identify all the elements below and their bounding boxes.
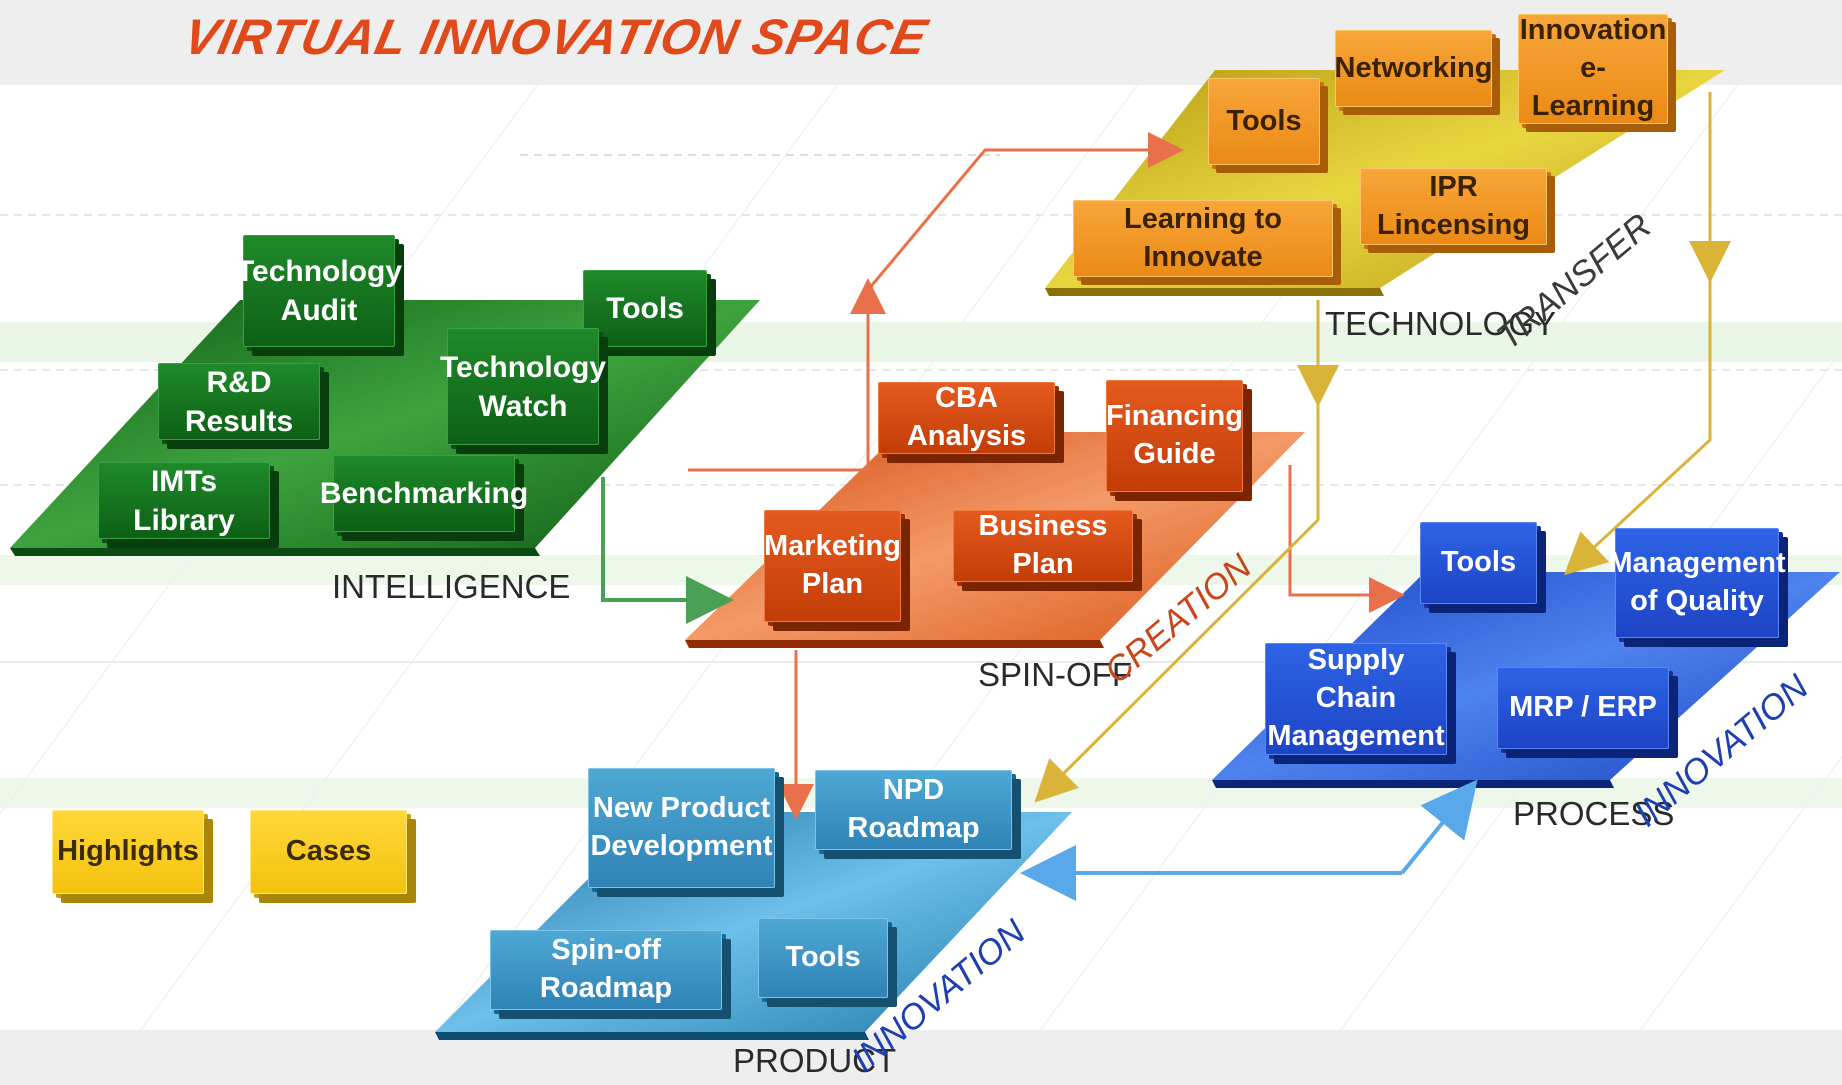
technology-audit-box[interactable]: Technology Audit: [236, 235, 402, 347]
marketing-plan-box[interactable]: Marketing Plan: [764, 510, 901, 622]
page-title: VIRTUAL INNOVATION SPACE: [179, 9, 933, 65]
product-label: PRODUCT: [733, 1042, 897, 1079]
transfer-tools-box[interactable]: Tools: [1208, 78, 1320, 165]
technology-label: TECHNOLOGY: [1325, 305, 1557, 342]
networking-box[interactable]: Networking: [1335, 30, 1492, 107]
ipr-licensing-box[interactable]: IPR Lincensing: [1360, 168, 1547, 245]
spinoff-roadmap-box[interactable]: Spin-off Roadmap: [490, 930, 722, 1010]
benchmarking-box[interactable]: Benchmarking: [320, 455, 528, 532]
npd-roadmap-box[interactable]: NPD Roadmap: [815, 770, 1012, 850]
business-plan-box[interactable]: Business Plan: [953, 510, 1133, 582]
learning-to-innovate-box[interactable]: Learning to Innovate: [1073, 200, 1333, 277]
technology-watch-box[interactable]: Technology Watch: [440, 328, 606, 445]
imts-library-box[interactable]: IMTs Library: [98, 462, 270, 539]
product-tools-box[interactable]: Tools: [758, 918, 888, 998]
process-label: PROCESS: [1513, 795, 1675, 832]
cases-button[interactable]: Cases: [250, 810, 407, 894]
cba-analysis-box[interactable]: CBA Analysis: [878, 382, 1055, 454]
mrp-erp-box[interactable]: MRP / ERP: [1497, 667, 1669, 749]
rd-results-box[interactable]: R&D Results: [158, 363, 320, 440]
management-of-quality-box[interactable]: Management of Quality: [1608, 528, 1786, 638]
innovation-elearning-box[interactable]: Innovation e-Learning: [1518, 14, 1668, 124]
intelligence-label: INTELLIGENCE: [332, 568, 571, 605]
new-product-development-box[interactable]: New Product Development: [588, 768, 775, 888]
highlights-button[interactable]: Highlights: [52, 810, 204, 894]
spinoff-label: SPIN-OFF: [978, 656, 1132, 693]
process-tools-box[interactable]: Tools: [1420, 522, 1537, 604]
supply-chain-management-box[interactable]: Supply Chain Management: [1265, 643, 1447, 755]
intelligence-tools-box[interactable]: Tools: [583, 270, 707, 347]
intelligence-platform-edge: [10, 548, 540, 556]
financing-guide-box[interactable]: Financing Guide: [1106, 380, 1243, 492]
